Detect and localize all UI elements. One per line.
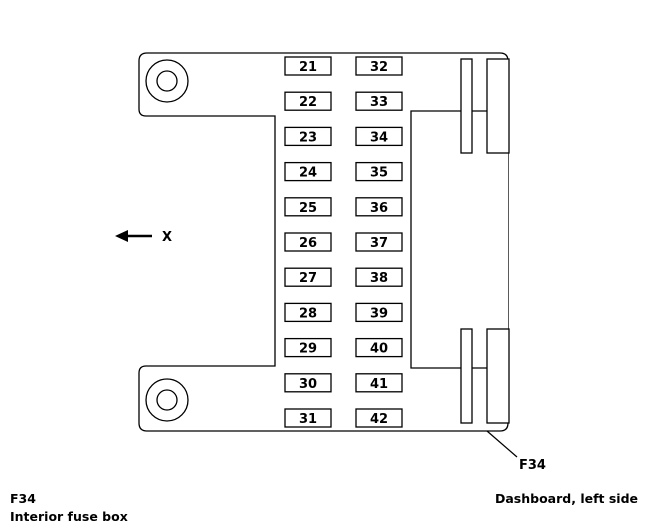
fuse-slot: 25 [284,197,332,217]
fuse-slot: 40 [355,337,403,358]
fuse-number: 26 [299,236,317,251]
fuse-slot-outline [355,197,403,217]
fuse-number: 39 [370,306,388,321]
fuse-slot-outline [284,302,332,323]
fuse-slot: 34 [355,126,403,147]
fuse-slot-outline [355,408,403,428]
fuse-slot-outline [355,302,403,323]
fuse-slot: 27 [284,267,332,287]
caption-block: F34 Interior fuse box [10,490,128,526]
fuse-slot-outline [284,373,332,393]
fuse-number: 34 [370,130,388,145]
fuse-number: 30 [299,377,317,392]
direction-arrow [115,230,152,242]
fuse-slot-outline [355,91,403,111]
fuse-number: 29 [299,342,317,357]
fuse-slot-outline [284,56,332,76]
fuse-number: 40 [370,342,388,357]
fuse-slot-outline [355,373,403,393]
fuse-number: 23 [299,130,317,145]
fuse-number: 33 [370,95,388,110]
fuse-slot-outline [284,267,332,287]
fuse-slot-outline [284,408,332,428]
fuse-number: 21 [299,60,317,75]
retaining-clip-top [460,58,510,154]
fuse-number: 28 [299,306,317,321]
fuse-slot-outline [355,56,403,76]
fuse-slot: 39 [355,302,403,323]
caption-location: Dashboard, left side [494,491,638,506]
fuse-slot: 23 [284,126,332,147]
fuse-slot: 22 [284,91,332,111]
fuse-slot: 31 [284,408,332,428]
fuse-slot-outline [284,232,332,252]
fuse-number: 25 [299,201,317,216]
fuse-slot: 35 [355,161,403,182]
fuse-slot: 41 [355,373,403,393]
fuse-number: 24 [299,166,317,181]
retaining-clip-bottom [460,328,510,424]
fuse-slot: 26 [284,232,332,252]
fuse-slot-outline [284,126,332,147]
direction-label: X [162,230,172,245]
fuse-slot: 30 [284,373,332,393]
fuse-slot: 42 [355,408,403,428]
caption-name: Interior fuse box [10,509,128,524]
fuse-slot: 37 [355,232,403,252]
fuse-number: 37 [370,236,388,251]
fuse-number: 32 [370,60,388,75]
fuse-slot: 28 [284,302,332,323]
fuse-slot-outline [284,197,332,217]
fuse-number: 35 [370,166,388,181]
fuse-slot: 36 [355,197,403,217]
fuse-slot-outline [284,161,332,182]
fuse-slot-outline [355,232,403,252]
fuse-number: 36 [370,201,388,216]
fuse-slot: 38 [355,267,403,287]
fuse-slot: 24 [284,161,332,182]
fuse-slot-outline [284,91,332,111]
fuse-slots: 21 22 23 24 25 26 27 28 29 30 31 32 33 34 35 36 37 38 39 40… [284,56,403,428]
fuse-slot: 32 [355,56,403,76]
fuse-number: 38 [370,271,388,286]
fuse-number: 31 [299,412,317,427]
fuse-number: 27 [299,271,317,286]
fuse-slot: 33 [355,91,403,111]
mounting-hole-bottom [145,378,189,422]
caption-code: F34 [10,491,36,506]
fuse-slot-outline [355,126,403,147]
fuse-slot-outline [355,337,403,358]
fuse-slot: 21 [284,56,332,76]
fuse-number: 42 [370,412,388,427]
connector-notch [410,110,508,369]
mounting-hole-top [145,59,189,103]
fuse-slot: 29 [284,337,332,358]
fuse-slot-outline [355,267,403,287]
fuse-number: 22 [299,95,317,110]
callout-leader [486,430,518,458]
fuse-number: 41 [370,377,388,392]
fuse-slot-outline [284,337,332,358]
callout-label: F34 [519,458,546,473]
fuse-slot-outline [355,161,403,182]
